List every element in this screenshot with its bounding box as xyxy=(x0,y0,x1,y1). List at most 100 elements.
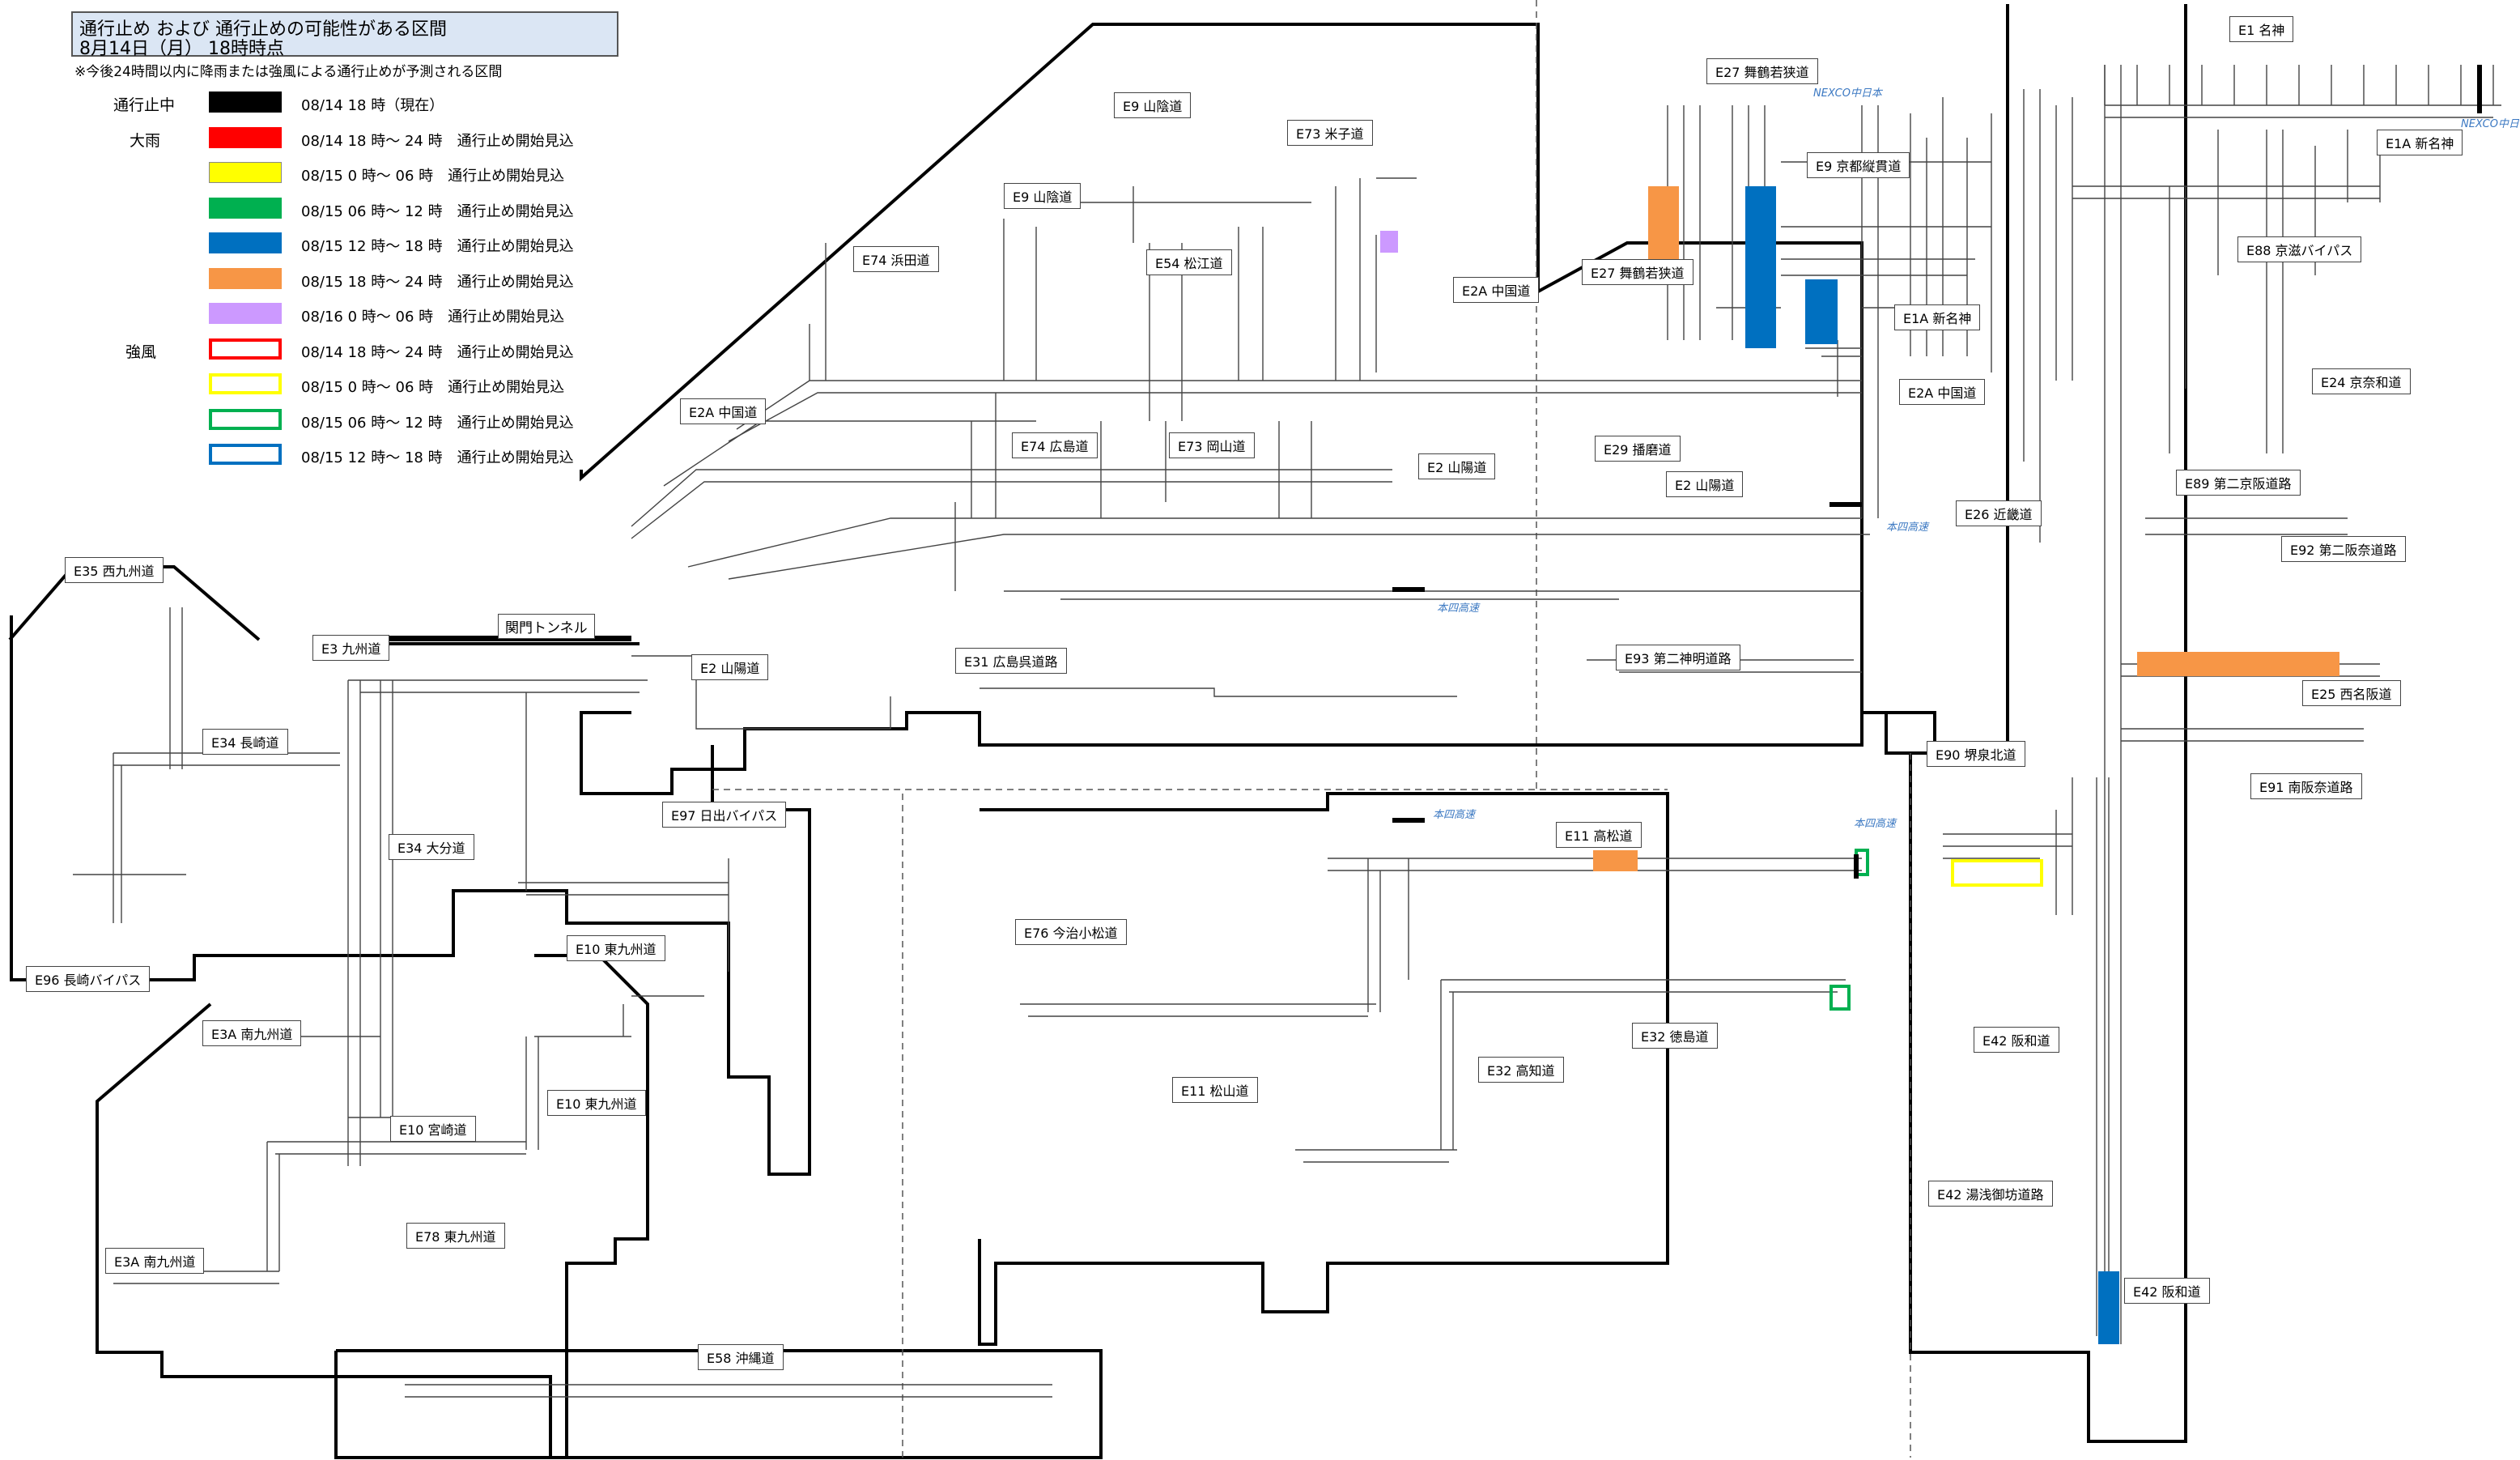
legend-swatch xyxy=(209,162,282,183)
legend-text: 08/14 18 時～ 24 時 通行止め開始見込 xyxy=(301,132,574,150)
route-label: E96 長崎バイパス xyxy=(26,966,151,992)
legend-text: 08/15 12 時～ 18 時 通行止め開始見込 xyxy=(301,238,574,255)
route-label: E42 阪和道 xyxy=(1974,1027,2059,1053)
route-label: E58 沖縄道 xyxy=(698,1344,784,1370)
status-segment-blue xyxy=(1745,186,1776,348)
route-label: E9 京都縦貫道 xyxy=(1807,152,1910,178)
flow-label: 本四高速 xyxy=(1854,818,1897,830)
route-label: E1A 新名神 xyxy=(2377,130,2463,155)
legend-swatch xyxy=(209,197,282,219)
status-segment-purple xyxy=(1380,231,1398,253)
legend-swatch xyxy=(209,408,282,430)
route-label: E32 高知道 xyxy=(1478,1057,1564,1083)
legend-category: 強風 xyxy=(125,343,157,361)
route-label: E35 西九州道 xyxy=(65,557,164,583)
route-label: E29 播磨道 xyxy=(1595,436,1681,462)
legend-text: 08/14 18 時～ 24 時 通行止め開始見込 xyxy=(301,343,574,361)
route-label: E73 米子道 xyxy=(1287,120,1373,146)
route-label: E34 長崎道 xyxy=(202,729,288,755)
legend-swatch xyxy=(209,92,282,113)
route-label: E9 山陰道 xyxy=(1004,183,1082,209)
route-label: E2A 中国道 xyxy=(1453,277,1540,303)
legend-category: 大雨 xyxy=(130,131,161,150)
route-label: E73 岡山道 xyxy=(1169,432,1255,458)
route-label: E3 九州道 xyxy=(312,635,390,661)
legend-swatch xyxy=(209,303,282,324)
map-title-box: 通行止め および 通行止めの可能性がある区間 8月14日（月） 18時時点 xyxy=(71,11,618,59)
legend-swatch xyxy=(209,267,282,289)
route-label: E1A 新名神 xyxy=(1894,304,1981,330)
route-label: E74 広島道 xyxy=(1012,432,1098,458)
route-label: E9 山陰道 xyxy=(1114,92,1192,118)
route-label: E91 南阪奈道路 xyxy=(2250,773,2362,799)
route-label: E32 徳島道 xyxy=(1632,1023,1718,1049)
route-label: E74 浜田道 xyxy=(853,246,939,272)
status-segment-orange xyxy=(1593,850,1638,871)
route-label: E26 近畿道 xyxy=(1956,500,2042,526)
legend-text: 08/15 18 時～ 24 時 通行止め開始見込 xyxy=(301,273,574,291)
closed-segment-black xyxy=(1829,502,1862,507)
closed-segment-black xyxy=(1392,818,1425,823)
route-label: E88 京滋バイパス xyxy=(2237,236,2362,262)
route-label: E11 高松道 xyxy=(1556,822,1642,848)
legend-swatch xyxy=(209,232,282,253)
legend-swatch xyxy=(209,126,282,148)
route-label: E89 第二京阪道路 xyxy=(2176,470,2301,496)
legend-swatch xyxy=(209,338,282,360)
map-datetime: 8月14日（月） 18時時点 xyxy=(79,39,284,59)
legend-text: 08/14 18 時（現在） xyxy=(301,97,444,114)
route-label: E2 山陽道 xyxy=(1418,453,1496,479)
flow-label: 本四高速 xyxy=(1437,602,1480,615)
route-label: E1 名神 xyxy=(2229,16,2294,42)
wind-segment-green xyxy=(1829,985,1851,1011)
route-label: E78 東九州道 xyxy=(406,1223,505,1249)
flow-label: 本四高速 xyxy=(1433,809,1476,821)
status-segments xyxy=(316,65,2482,1344)
route-label: E27 舞鶴若狭道 xyxy=(1706,58,1818,84)
route-label: E10 宮崎道 xyxy=(390,1116,476,1142)
route-label: E76 今治小松道 xyxy=(1015,919,1127,945)
status-segment-blue xyxy=(2098,1271,2119,1344)
route-label: E27 舞鶴若狭道 xyxy=(1582,259,1693,285)
status-segment-blue xyxy=(1805,279,1838,344)
route-label: E10 東九州道 xyxy=(567,935,665,961)
forecast-note: ※今後24時間以内に降雨または強風による通行止めが予測される区間 xyxy=(74,64,503,80)
map-title: 通行止め および 通行止めの可能性がある区間 xyxy=(79,19,447,40)
route-label: E34 大分道 xyxy=(389,834,474,860)
route-label: E3A 南九州道 xyxy=(105,1248,205,1274)
legend-text: 08/15 0 時～ 06 時 通行止め開始見込 xyxy=(301,168,565,185)
closed-segment-black xyxy=(2477,65,2482,113)
tunnel-label: 関門トンネル xyxy=(498,614,595,639)
route-label: E3A 南九州道 xyxy=(202,1020,302,1046)
route-label: E25 西名阪道 xyxy=(2302,680,2401,706)
route-label: E54 松江道 xyxy=(1146,249,1232,275)
closed-segment-black xyxy=(1854,854,1859,879)
legend-text: 08/15 06 時～ 12 時 通行止め開始見込 xyxy=(301,202,574,220)
route-label: E92 第二阪奈道路 xyxy=(2281,536,2406,562)
route-label: E2A 中国道 xyxy=(680,398,767,424)
route-label: E2A 中国道 xyxy=(1899,379,1986,405)
wind-segment-yellow xyxy=(1951,859,2043,887)
flow-label: NEXCO中日本 xyxy=(2461,118,2520,130)
route-label: E2 山陽道 xyxy=(1666,471,1744,497)
route-label: E97 日出バイパス xyxy=(662,802,787,828)
route-label: E11 松山道 xyxy=(1172,1077,1258,1103)
route-label: E42 湯浅御坊道路 xyxy=(1928,1181,2053,1207)
route-label: E90 堺泉北道 xyxy=(1927,741,2025,767)
route-label: E42 阪和道 xyxy=(2124,1278,2210,1304)
closed-segment-black xyxy=(316,636,631,641)
flow-label: 本四高速 xyxy=(1886,521,1929,534)
legend-swatch xyxy=(209,373,282,394)
status-segment-orange xyxy=(2137,652,2339,676)
route-label: E93 第二神明道路 xyxy=(1616,645,1740,670)
route-label: E2 山陽道 xyxy=(691,654,769,680)
region-outlines xyxy=(8,4,2187,1459)
legend-category: 通行止中 xyxy=(113,96,176,114)
road-network xyxy=(73,65,2501,1398)
route-label: E10 東九州道 xyxy=(547,1090,646,1116)
legend-text: 08/15 0 時～ 06 時 通行止め開始見込 xyxy=(301,379,565,396)
region-dividers xyxy=(712,0,1911,1458)
closed-segment-black xyxy=(1392,587,1425,592)
legend-text: 08/16 0 時～ 06 時 通行止め開始見込 xyxy=(301,309,565,326)
